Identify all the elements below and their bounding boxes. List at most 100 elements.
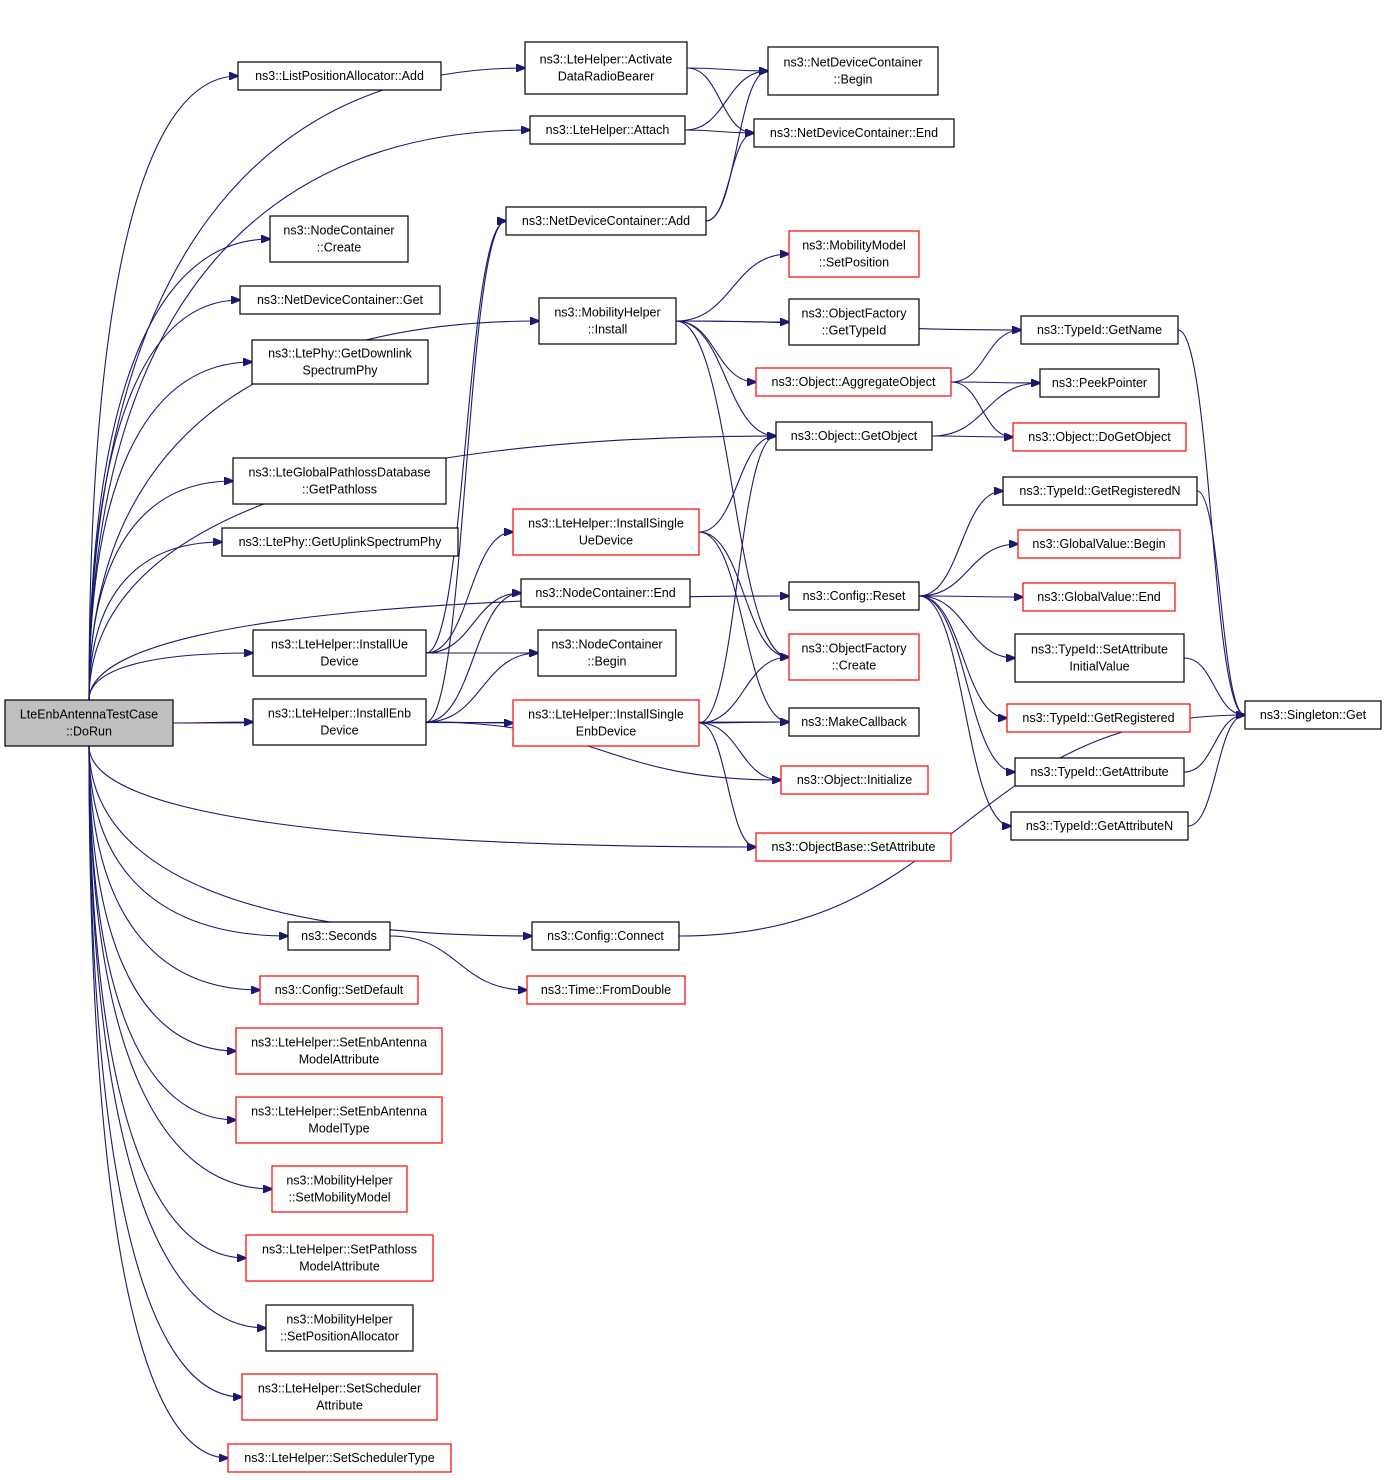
- node-box[interactable]: [538, 297, 677, 345]
- node-box[interactable]: [537, 629, 677, 677]
- node-box[interactable]: [1010, 811, 1189, 841]
- node-seconds[interactable]: ns3::Seconds: [287, 921, 391, 951]
- node-box[interactable]: [1006, 703, 1191, 733]
- node-root[interactable]: LteEnbAntennaTestCase::DoRun: [4, 699, 174, 747]
- node-ndc_get[interactable]: ns3::NetDeviceContainer::Get: [239, 285, 441, 315]
- node-box[interactable]: [237, 61, 442, 91]
- node-box[interactable]: [788, 633, 920, 681]
- node-box[interactable]: [1039, 368, 1160, 398]
- node-of_create[interactable]: ns3::ObjectFactory::Create: [788, 633, 920, 681]
- node-box[interactable]: [512, 699, 700, 747]
- node-setpathloss[interactable]: ns3::LteHelper::SetPathlossModelAttribut…: [245, 1234, 434, 1282]
- node-singleton[interactable]: ns3::Singleton::Get: [1244, 700, 1382, 730]
- node-box[interactable]: [232, 457, 447, 505]
- node-box[interactable]: [1014, 633, 1185, 683]
- node-box[interactable]: [235, 1096, 443, 1144]
- node-nc_begin[interactable]: ns3::NodeContainer::Begin: [537, 629, 677, 677]
- node-initialize[interactable]: ns3::Object::Initialize: [780, 765, 929, 795]
- node-box[interactable]: [241, 1373, 438, 1421]
- node-box[interactable]: [780, 765, 929, 795]
- node-gv_end[interactable]: ns3::GlobalValue::End: [1022, 582, 1176, 612]
- node-ndc_end[interactable]: ns3::NetDeviceContainer::End: [753, 118, 955, 148]
- node-makecallback[interactable]: ns3::MakeCallback: [788, 707, 920, 737]
- node-box[interactable]: [755, 832, 952, 862]
- node-mob_install[interactable]: ns3::MobilityHelper::Install: [538, 297, 677, 345]
- node-box[interactable]: [788, 707, 920, 737]
- node-box[interactable]: [245, 1234, 434, 1282]
- node-fromdouble[interactable]: ns3::Time::FromDouble: [526, 975, 686, 1005]
- node-pathloss[interactable]: ns3::LteGlobalPathlossDatabase::GetPathl…: [232, 457, 447, 505]
- node-ndc_begin[interactable]: ns3::NetDeviceContainer::Begin: [767, 46, 939, 96]
- node-box[interactable]: [221, 527, 459, 557]
- node-box[interactable]: [524, 41, 688, 95]
- node-nc_end[interactable]: ns3::NodeContainer::End: [520, 578, 691, 608]
- node-peekpointer[interactable]: ns3::PeekPointer: [1039, 368, 1160, 398]
- node-box[interactable]: [235, 1027, 443, 1075]
- node-box[interactable]: [531, 921, 680, 951]
- node-cfg_reset[interactable]: ns3::Config::Reset: [788, 581, 920, 611]
- node-box[interactable]: [252, 629, 427, 677]
- node-box[interactable]: [4, 699, 174, 747]
- node-box[interactable]: [1014, 757, 1185, 787]
- node-box[interactable]: [265, 1304, 414, 1352]
- node-box[interactable]: [788, 230, 920, 278]
- node-box[interactable]: [755, 367, 952, 397]
- node-box[interactable]: [1022, 582, 1176, 612]
- node-box[interactable]: [788, 298, 920, 346]
- node-dogetobject[interactable]: ns3::Object::DoGetObject: [1012, 422, 1187, 452]
- node-ndc_add[interactable]: ns3::NetDeviceContainer::Add: [505, 206, 707, 236]
- node-box[interactable]: [767, 46, 939, 96]
- node-setenbantattr[interactable]: ns3::LteHelper::SetEnbAntennaModelAttrib…: [235, 1027, 443, 1075]
- node-cfg_connect[interactable]: ns3::Config::Connect: [531, 921, 680, 951]
- node-getul[interactable]: ns3::LtePhy::GetUplinkSpectrumPhy: [221, 527, 459, 557]
- node-box[interactable]: [1012, 422, 1187, 452]
- node-box[interactable]: [788, 581, 920, 611]
- node-setposalloc[interactable]: ns3::MobilityHelper::SetPositionAllocato…: [265, 1304, 414, 1352]
- node-box[interactable]: [512, 508, 700, 556]
- node-box[interactable]: [259, 975, 419, 1005]
- node-box[interactable]: [287, 921, 391, 951]
- node-setschedtype[interactable]: ns3::LteHelper::SetSchedulerType: [227, 1443, 452, 1473]
- node-box[interactable]: [520, 578, 691, 608]
- node-getreg[interactable]: ns3::TypeId::GetRegistered: [1006, 703, 1191, 733]
- node-box[interactable]: [269, 215, 409, 263]
- node-box[interactable]: [529, 115, 686, 145]
- node-box[interactable]: [1020, 315, 1179, 345]
- node-ob_setattr[interactable]: ns3::ObjectBase::SetAttribute: [755, 832, 952, 862]
- node-box[interactable]: [1002, 476, 1198, 506]
- node-setposition[interactable]: ns3::MobilityModel::SetPosition: [788, 230, 920, 278]
- node-getattrn[interactable]: ns3::TypeId::GetAttributeN: [1010, 811, 1189, 841]
- node-setdefault[interactable]: ns3::Config::SetDefault: [259, 975, 419, 1005]
- node-box[interactable]: [227, 1443, 452, 1473]
- node-box[interactable]: [271, 1165, 408, 1213]
- node-box[interactable]: [1244, 700, 1382, 730]
- node-attach[interactable]: ns3::LteHelper::Attach: [529, 115, 686, 145]
- node-box[interactable]: [775, 421, 933, 451]
- node-of_gettypeid[interactable]: ns3::ObjectFactory::GetTypeId: [788, 298, 920, 346]
- node-box[interactable]: [252, 698, 427, 746]
- node-box[interactable]: [526, 975, 686, 1005]
- node-box[interactable]: [251, 339, 429, 385]
- node-getobject[interactable]: ns3::Object::GetObject: [775, 421, 933, 451]
- node-nc_create[interactable]: ns3::NodeContainer::Create: [269, 215, 409, 263]
- node-getname[interactable]: ns3::TypeId::GetName: [1020, 315, 1179, 345]
- node-getattr[interactable]: ns3::TypeId::GetAttribute: [1014, 757, 1185, 787]
- node-gv_begin[interactable]: ns3::GlobalValue::Begin: [1017, 529, 1181, 559]
- node-getregn[interactable]: ns3::TypeId::GetRegisteredN: [1002, 476, 1198, 506]
- node-lpa_add[interactable]: ns3::ListPositionAllocator::Add: [237, 61, 442, 91]
- node-box[interactable]: [1017, 529, 1181, 559]
- node-aggregate[interactable]: ns3::Object::AggregateObject: [755, 367, 952, 397]
- node-box[interactable]: [753, 118, 955, 148]
- node-box[interactable]: [239, 285, 441, 315]
- node-setmobmodel[interactable]: ns3::MobilityHelper::SetMobilityModel: [271, 1165, 408, 1213]
- node-box[interactable]: [505, 206, 707, 236]
